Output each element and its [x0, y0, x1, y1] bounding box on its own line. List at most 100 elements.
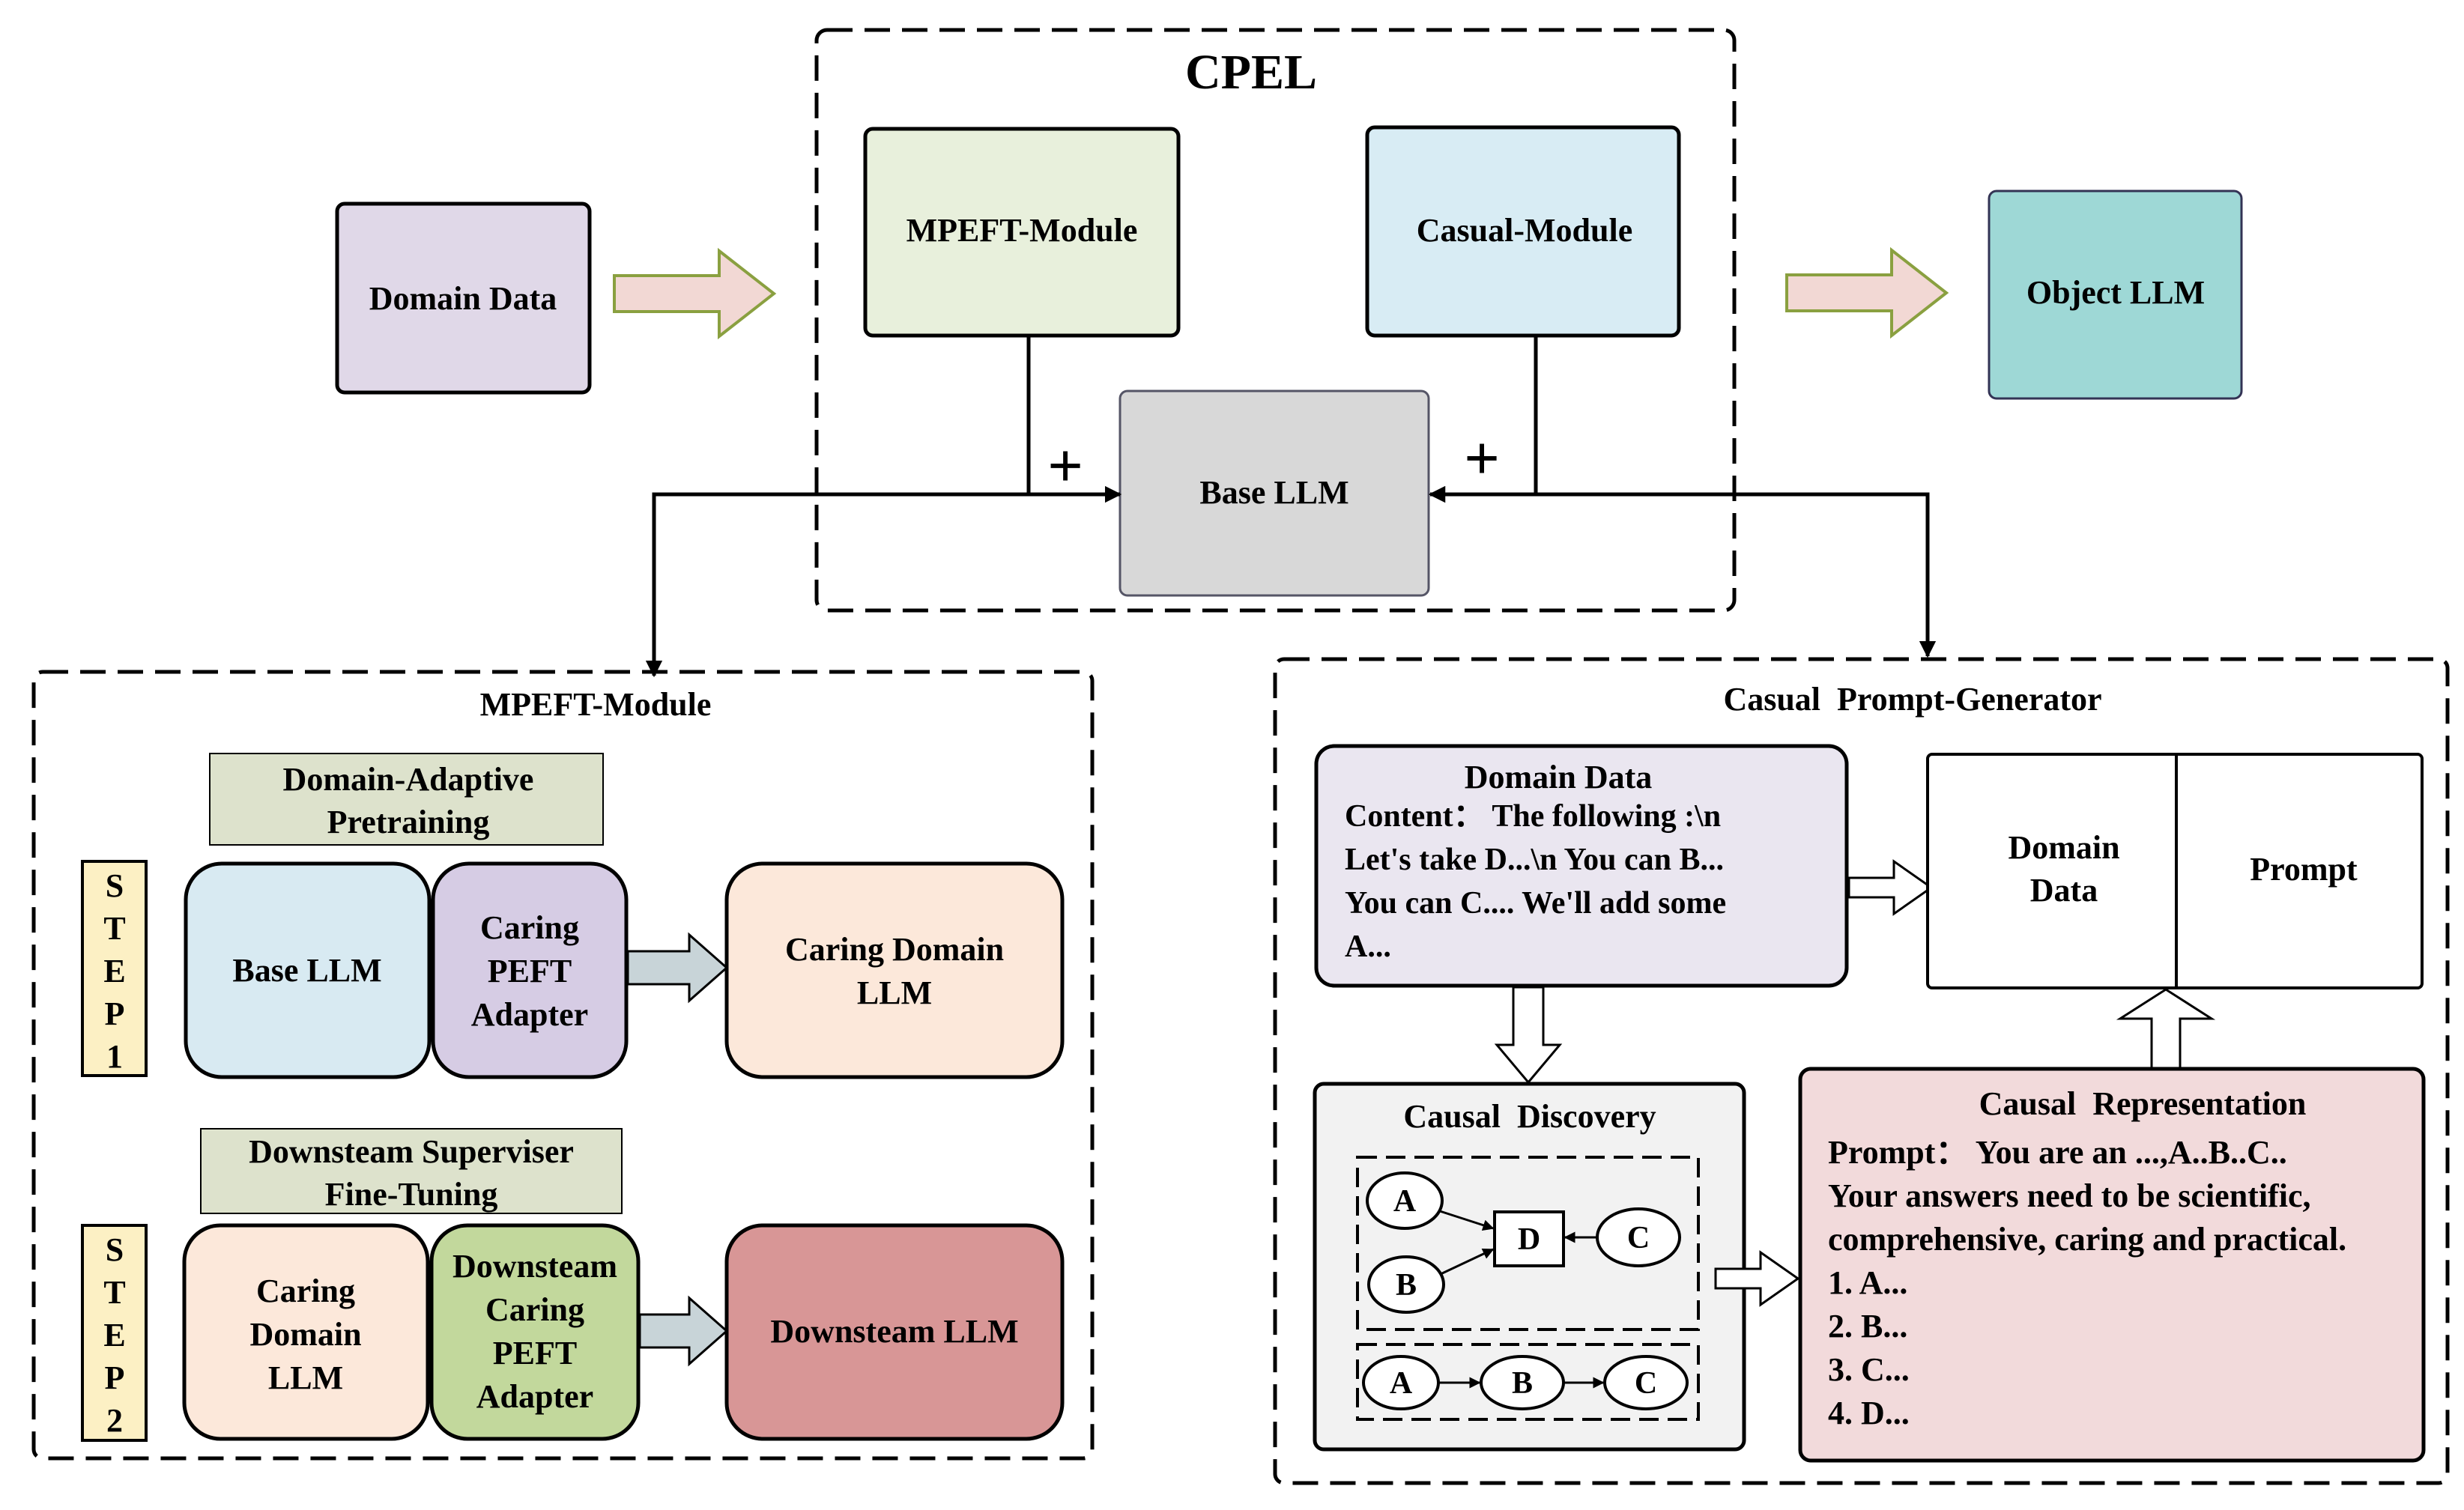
arrow-to-casual-panel — [1536, 492, 1937, 658]
graph1-node-d-label: D — [1518, 1222, 1540, 1257]
domain-data-box — [335, 201, 592, 395]
step2-input-line3: LLM — [268, 1359, 343, 1396]
causal-representation-line1: Prompt： You are an ...,A..B..C.. — [1828, 1134, 2287, 1171]
step2-adapter-line4: Adapter — [476, 1378, 593, 1415]
step1-banner-line1: Domain-Adaptive — [283, 761, 534, 798]
step1-adapter-line1: Caring — [480, 909, 579, 946]
step1-banner — [209, 753, 604, 846]
causal-domain-data-line1: Content： The following :\n — [1345, 799, 1721, 834]
object-llm-label: Object LLM — [2026, 274, 2205, 311]
cpel-title: CPEL — [1185, 45, 1317, 100]
casual-module-box — [1365, 125, 1681, 338]
step2-label-box — [81, 1224, 148, 1442]
step1-letter-e: E — [103, 953, 125, 989]
causal-representation-line6: 3. C... — [1828, 1351, 1910, 1388]
causal-representation-line2: Your answers need to be scientific, — [1828, 1177, 2310, 1214]
causal-representation-title: Causal Representation — [1979, 1085, 2307, 1122]
arrow-to-mpeft-panel — [645, 492, 1029, 678]
step1-letter-s: S — [106, 867, 124, 904]
object-llm-box — [1988, 189, 2243, 400]
discovery-to-representation-arrow — [1714, 1250, 1800, 1307]
step1-adapter-line2: PEFT — [488, 953, 572, 989]
prompt-output-domain-line1: Domain — [2008, 829, 2119, 866]
step2-adapter-line2: Caring — [485, 1291, 584, 1328]
causal-representation-line4: 1. A... — [1828, 1264, 1907, 1301]
casual-panel-frame — [1273, 657, 2450, 1485]
causal-representation-line3: comprehensive, caring and practical. — [1828, 1221, 2346, 1258]
step1-arrow — [626, 932, 729, 1004]
prompt-output-domain-line2: Data — [2030, 872, 2098, 909]
representation-to-output-arrow — [2116, 988, 2216, 1070]
edge-a-to-d — [1439, 1210, 1495, 1231]
causal-domain-data-box — [1314, 744, 1849, 988]
step1-output-box — [724, 861, 1065, 1079]
graph1-node-a-label: A — [1393, 1184, 1417, 1219]
step2-arrow — [638, 1295, 729, 1367]
step1-output-line2: LLM — [857, 974, 932, 1011]
causal-domain-data-title: Domain Data — [1465, 759, 1653, 795]
causal-representation-line5: 2. B... — [1828, 1308, 1907, 1344]
step1-adapter-box — [431, 861, 629, 1079]
step2-input-line2: Domain — [249, 1316, 361, 1353]
causal-representation-line7: 4. D... — [1828, 1395, 1910, 1431]
output-arrow — [1785, 246, 1949, 339]
graph1-node-b — [1367, 1255, 1445, 1314]
domain-to-discovery-arrow — [1494, 986, 1563, 1085]
step2-letter-p: P — [105, 1359, 125, 1396]
step2-banner — [200, 1128, 623, 1214]
mpeft-panel-title: MPEFT-Module — [480, 686, 712, 723]
graph2-node-a-label: A — [1390, 1366, 1413, 1401]
graph1-node-d — [1493, 1210, 1565, 1267]
step1-base-llm-label: Base LLM — [232, 952, 381, 989]
plus-left: + — [1047, 431, 1083, 501]
step1-label-box — [81, 860, 148, 1077]
mpeft-panel-frame — [31, 670, 1095, 1461]
step2-input-line1: Caring — [256, 1273, 355, 1309]
causal-graph2-frame — [1356, 1343, 1700, 1421]
edge-b-to-d — [1440, 1248, 1495, 1276]
step1-base-llm-box — [184, 861, 432, 1079]
causal-representation-box — [1798, 1067, 2426, 1463]
casual-panel-title: Casual Prompt-Generator — [1723, 681, 2101, 718]
step2-adapter-box — [429, 1223, 641, 1441]
step1-adapter-line3: Adapter — [471, 996, 588, 1033]
step2-banner-line2: Fine-Tuning — [325, 1176, 498, 1213]
step2-output-box — [724, 1223, 1065, 1441]
mpeft-module-box — [863, 127, 1181, 338]
domain-data-label: Domain Data — [369, 280, 557, 317]
causal-domain-data-line2: Let's take D...\n You can B... — [1345, 843, 1724, 877]
step1-number: 1 — [106, 1038, 123, 1075]
causal-discovery-title: Causal Discovery — [1403, 1098, 1656, 1135]
step1-letter-t: T — [103, 910, 125, 947]
step2-input-box — [182, 1223, 430, 1441]
graph1-node-b-label: B — [1396, 1268, 1417, 1303]
causal-graph1-frame — [1356, 1156, 1700, 1331]
causal-domain-data-line4: A... — [1345, 930, 1391, 964]
step1-letter-p: P — [105, 995, 125, 1032]
step2-output-label: Downsteam LLM — [770, 1313, 1018, 1350]
plus-right: + — [1464, 424, 1500, 494]
graph2-node-b-label: B — [1512, 1366, 1533, 1401]
step1-banner-line2: Pretraining — [327, 804, 490, 840]
casual-module-label: Casual-Module — [1417, 212, 1632, 249]
step2-adapter-line3: PEFT — [493, 1335, 577, 1371]
step2-letter-e: E — [103, 1317, 125, 1353]
domain-to-output-arrow — [1847, 859, 1934, 916]
graph1-node-a — [1366, 1171, 1444, 1230]
graph2-node-c-label: C — [1635, 1366, 1657, 1401]
mpeft-module-label: MPEFT-Module — [906, 212, 1138, 249]
step2-banner-line1: Downsteam Superviser — [249, 1133, 574, 1170]
step1-output-line1: Caring Domain — [785, 931, 1004, 968]
step2-letter-t: T — [103, 1274, 125, 1311]
prompt-output-prompt-label: Prompt — [2250, 851, 2358, 888]
input-arrow — [613, 247, 777, 340]
graph1-node-c-label: C — [1627, 1221, 1650, 1255]
base-llm-label: Base LLM — [1199, 474, 1348, 511]
step2-number: 2 — [106, 1402, 123, 1439]
step2-adapter-line1: Downsteam — [452, 1248, 617, 1285]
causal-domain-data-line3: You can C.... We'll add some — [1345, 886, 1726, 921]
cpel-frame — [814, 28, 1737, 613]
graph2-node-c — [1603, 1355, 1689, 1410]
